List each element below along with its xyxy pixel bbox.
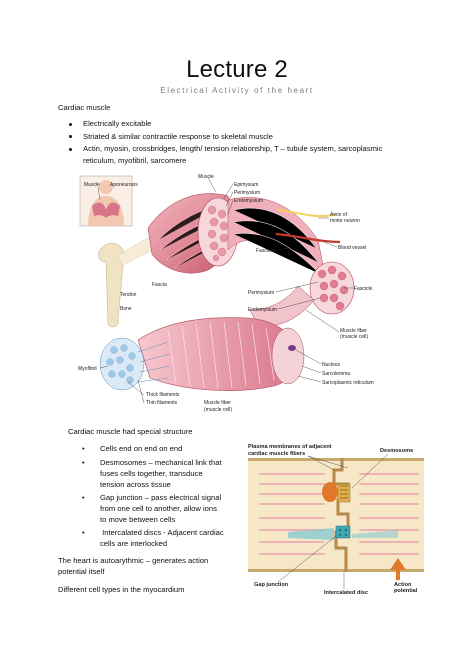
list-item: Desmosomes – mechanical link that xyxy=(100,458,222,467)
label-plasma-membranes-line1: Plasma membranes of adjacent xyxy=(248,444,332,450)
label-aponeurosis: Aponeurosis xyxy=(110,182,138,188)
label-sarcoplasmic-reticulum: Sarcoplasmic reticulum xyxy=(322,380,374,386)
label-endomysium-mid: Endomysium xyxy=(248,307,277,313)
autorhythmic-line2: potential itself xyxy=(58,567,105,576)
label-muscle-inset: Muscle xyxy=(84,182,100,188)
label-fascicle-right: Fascicle xyxy=(354,286,373,292)
bullet-marker: • xyxy=(82,528,85,537)
label-nucleus: Nucleus xyxy=(322,362,341,368)
intercalated-disc-membrane xyxy=(332,458,350,572)
label-muscle-fiber-line1: Muscle fiber xyxy=(340,328,367,334)
list-item-continuation: fuses cells together, transduce xyxy=(100,469,203,478)
section-heading-cardiac-muscle: Cardiac muscle xyxy=(58,103,111,112)
label-gap-junction: Gap junction xyxy=(254,582,289,588)
label-myofibril: Myofibril xyxy=(78,366,97,372)
bullet-marker: • xyxy=(82,458,85,467)
list-item-continuation: to move between cells xyxy=(100,515,176,524)
gap-junction-flow xyxy=(288,528,334,540)
list-item-continuation: from one cell to another, allow ions xyxy=(100,504,217,513)
desmosome-left xyxy=(322,482,338,502)
label-action-line1: Action xyxy=(394,582,412,588)
fiber-background xyxy=(248,458,424,572)
bullet-marker: • xyxy=(82,444,85,453)
section-heading-special-structure: Cardiac muscle had special structure xyxy=(68,427,193,436)
muscle-structure-figure: Muscle Aponeurosis Muscle Epimysium Peri… xyxy=(78,174,374,413)
label-desmosome: Desmosome xyxy=(380,448,413,454)
list-item: Striated & similar contractile response … xyxy=(66,132,382,143)
label-muscle-fiber-bottom-line1: Muscle fiber xyxy=(204,400,231,406)
bullet-continuation: reticulum, myofibril, sarcomere xyxy=(83,156,187,165)
label-axon-line2: motor neuron xyxy=(330,218,360,224)
muscle-fiber-shape xyxy=(249,285,315,327)
motor-neuron-axon xyxy=(277,209,337,218)
label-action-line2: potential xyxy=(394,588,418,594)
label-plasma-membranes-line2: cardiac muscle fibers xyxy=(248,451,305,457)
label-fascicle-left: Fascicle xyxy=(256,248,275,254)
label-intercalated-disc: Intercalated disc xyxy=(324,590,368,596)
label-thin-filaments: Thin filaments xyxy=(146,400,178,406)
list-item: Actin, myosin, crossbridges, length/ ten… xyxy=(66,144,382,155)
torso-inset xyxy=(79,175,133,227)
blood-vessel xyxy=(275,232,341,244)
action-potential-arrow xyxy=(390,558,406,580)
label-muscle: Muscle xyxy=(198,174,214,180)
label-muscle-fiber-bottom-line2: (muscle cell) xyxy=(204,407,232,413)
label-bone: Bone xyxy=(120,306,132,312)
page-subtitle: Electrical Activity of the heart xyxy=(160,86,314,95)
cardiac-muscle-bullet-list: Electrically excitable Striated & simila… xyxy=(66,119,382,155)
gap-junction xyxy=(335,525,351,539)
label-muscle-fiber-line2: (muscle cell) xyxy=(340,334,368,340)
label-perimysium-top: Perimysium xyxy=(234,190,260,196)
nucleus-dot xyxy=(288,345,296,351)
label-fascia: Fascia xyxy=(152,282,167,288)
label-sarcolemma: Sarcolemma xyxy=(322,371,350,377)
list-item: Gap junction – pass electrical signal xyxy=(100,493,222,502)
label-tendon: Tendon xyxy=(120,292,137,298)
cell-types-line: Different cell types in the myocardium xyxy=(58,585,185,594)
page-title: Lecture 2 xyxy=(186,56,288,83)
list-item-continuation: cells are interlocked xyxy=(100,539,168,548)
list-item-continuation: tension across tissue xyxy=(100,480,171,489)
bone-shape xyxy=(98,242,125,328)
label-endomysium-top: Endomysium xyxy=(234,198,263,204)
label-perimysium-mid: Perimysium xyxy=(248,290,274,296)
intercalated-disc-figure: Plasma membranes of adjacent cardiac mus… xyxy=(248,444,424,596)
label-axon-line1: Axon of xyxy=(330,212,348,218)
bullet-marker: • xyxy=(82,493,85,502)
list-item: Cells end on end on end xyxy=(100,444,183,453)
list-item: Intercalated discs - Adjacent cardiac xyxy=(100,528,224,537)
list-item: Electrically excitable xyxy=(66,119,382,130)
label-epimysium: Epimysium xyxy=(234,182,258,188)
label-blood-vessel: Blood vessel xyxy=(338,245,366,251)
autorhythmic-line1: The heart is autoarythmic – generates ac… xyxy=(58,556,209,565)
label-thick-filaments: Thick filaments xyxy=(146,392,180,398)
